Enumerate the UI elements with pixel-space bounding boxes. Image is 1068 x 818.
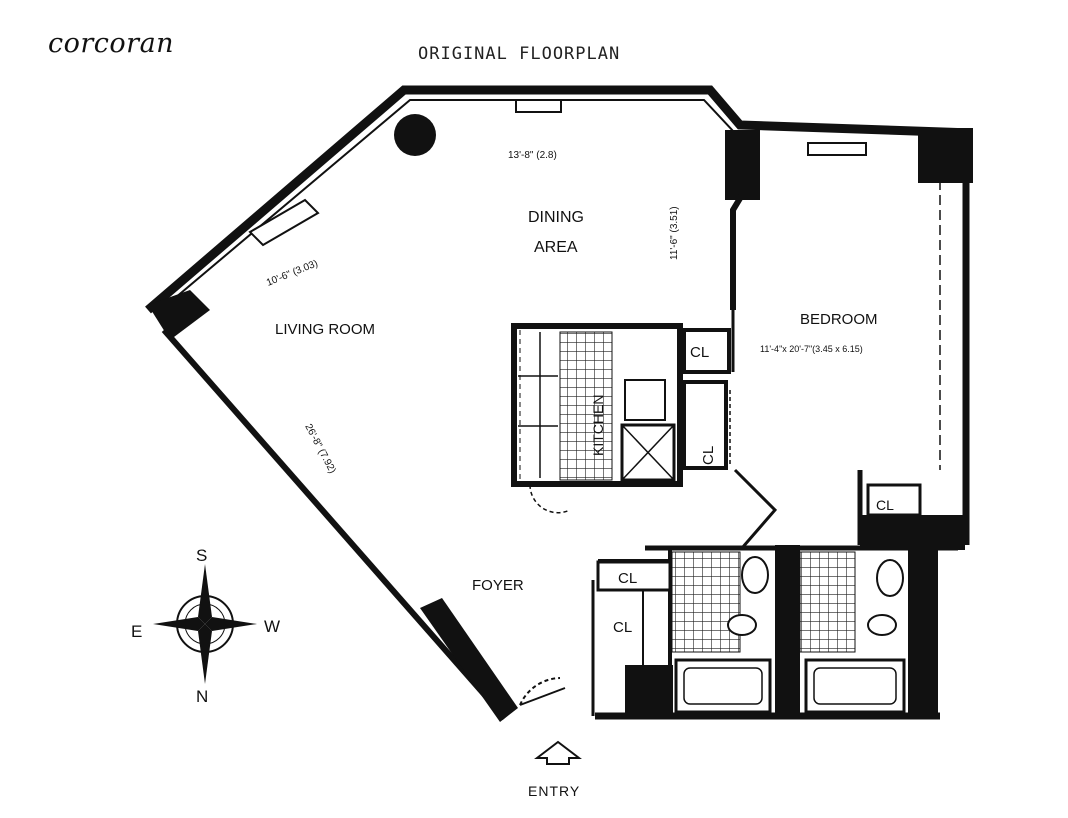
label-closet: CL (700, 446, 717, 465)
entry-arrow (534, 740, 582, 765)
interior-walls (591, 130, 958, 716)
label-bedroom-dims: 11'-4"x 20'-7"(3.45 x 6.15) (760, 344, 863, 354)
label-dining-area: AREA (534, 239, 578, 256)
label-bedroom: BEDROOM (800, 311, 878, 328)
dim-dining-width: 13'-8" (2.8) (508, 150, 557, 161)
brand-logo: corcoran (48, 28, 175, 59)
label-closet: CL (690, 344, 709, 361)
entry-label: ENTRY (528, 783, 580, 799)
label-foyer: FOYER (472, 577, 524, 594)
label-dining: DINING (528, 209, 584, 226)
windows (248, 99, 867, 247)
closets (596, 328, 922, 592)
kitchen (511, 323, 683, 514)
dim-dining-depth: 11'-6" (3.51) (669, 206, 680, 260)
label-closet: CL (613, 619, 632, 636)
plan-title: ORIGINAL FLOORPLAN (418, 44, 621, 64)
bathrooms (671, 551, 906, 714)
compass-east: E (131, 622, 142, 641)
label-closet: CL (876, 497, 894, 513)
dim-living-length: 26'-8" (7.92) (302, 422, 337, 475)
compass-north: N (196, 687, 208, 706)
compass-west: W (264, 617, 280, 636)
label-closet: CL (618, 570, 637, 587)
label-kitchen: KITCHEN (590, 395, 606, 456)
entry-door (519, 677, 566, 706)
label-living-room: LIVING ROOM (275, 321, 375, 338)
dim-living-window: 10'-6" (3.03) (265, 258, 320, 289)
compass-south: S (196, 546, 207, 565)
corner-column (394, 114, 436, 156)
compass-rose (153, 564, 257, 684)
